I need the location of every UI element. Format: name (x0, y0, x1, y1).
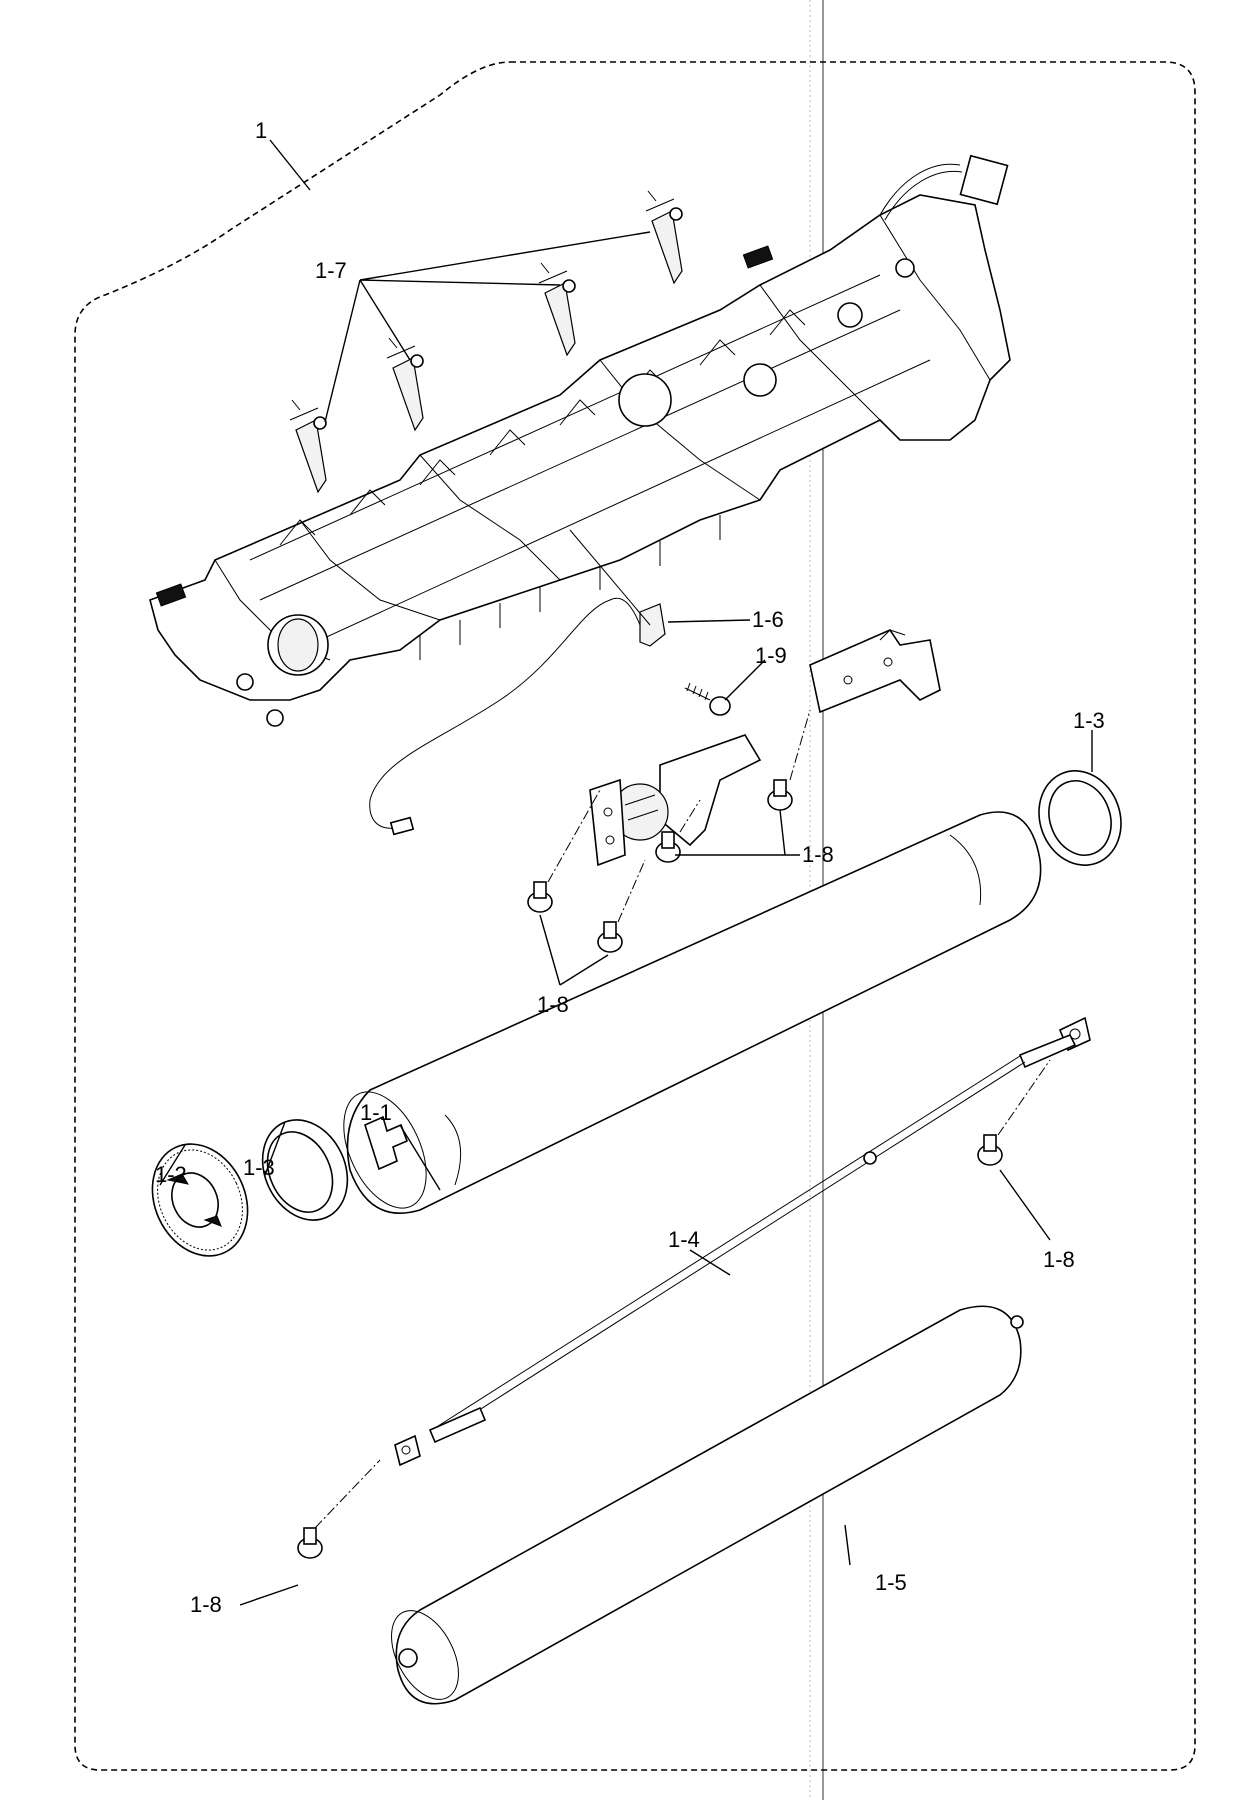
separation-claw (386, 337, 424, 432)
screw-1-8 (527, 881, 553, 913)
leader-assembly (269, 139, 311, 191)
screw-1-8 (977, 1134, 1003, 1166)
callout-assembly: 1 (255, 118, 267, 143)
thermostat (589, 734, 762, 867)
leader-1-8-d (239, 1584, 299, 1606)
separation-claw (538, 262, 576, 357)
callout-1-8-c: 1-8 (1043, 1247, 1075, 1272)
leader-1-9 (724, 659, 766, 701)
callout-1-8-d: 1-8 (190, 1592, 222, 1617)
leader-1-2 (159, 1144, 186, 1186)
leader-1-7 (324, 231, 651, 423)
callout-1-6: 1-6 (752, 607, 784, 632)
drive-gear (151, 1143, 249, 1257)
screw-1-8 (297, 1527, 323, 1559)
callout-1-5: 1-5 (875, 1570, 907, 1595)
bearing-right (1038, 770, 1122, 866)
callout-1-3-left: 1-3 (243, 1155, 275, 1180)
separation-claw-group (289, 190, 683, 494)
callout-1-8-a: 1-8 (802, 842, 834, 867)
callout-1-1: 1-1 (360, 1100, 392, 1125)
separation-claw (645, 190, 683, 285)
heat-roller (343, 811, 1042, 1214)
callout-1-9: 1-9 (755, 643, 787, 668)
leader-1-4 (689, 1249, 731, 1276)
thermistor (369, 529, 666, 836)
fuser-frame (149, 154, 1011, 727)
leader-1-8-b (539, 914, 609, 986)
heater-lamp (394, 1016, 1091, 1467)
screw-1-8 (655, 831, 681, 863)
callout-1-4: 1-4 (668, 1227, 700, 1252)
leader-1-1 (399, 1124, 441, 1191)
screw-1-8 (767, 779, 793, 811)
leader-1-6 (667, 619, 751, 623)
screw-1-8 (597, 921, 623, 953)
leader-1-3-left (264, 1121, 286, 1176)
callout-1-8-b: 1-8 (537, 992, 569, 1017)
leader-1-8-a (675, 809, 800, 856)
callout-1-3-right: 1-3 (1073, 708, 1105, 733)
leader-1-8-c (999, 1169, 1051, 1241)
assembly-boundary (74, 61, 1196, 1771)
pressure-roller (391, 1305, 1024, 1705)
callout-1-2: 1-2 (155, 1162, 187, 1187)
thermostat-bracket (809, 628, 941, 714)
screw-1-9 (684, 682, 731, 716)
leader-1-5 (844, 1524, 851, 1566)
bearing-left (261, 1119, 349, 1221)
separation-claw (289, 399, 327, 494)
callout-1-7: 1-7 (315, 258, 347, 283)
